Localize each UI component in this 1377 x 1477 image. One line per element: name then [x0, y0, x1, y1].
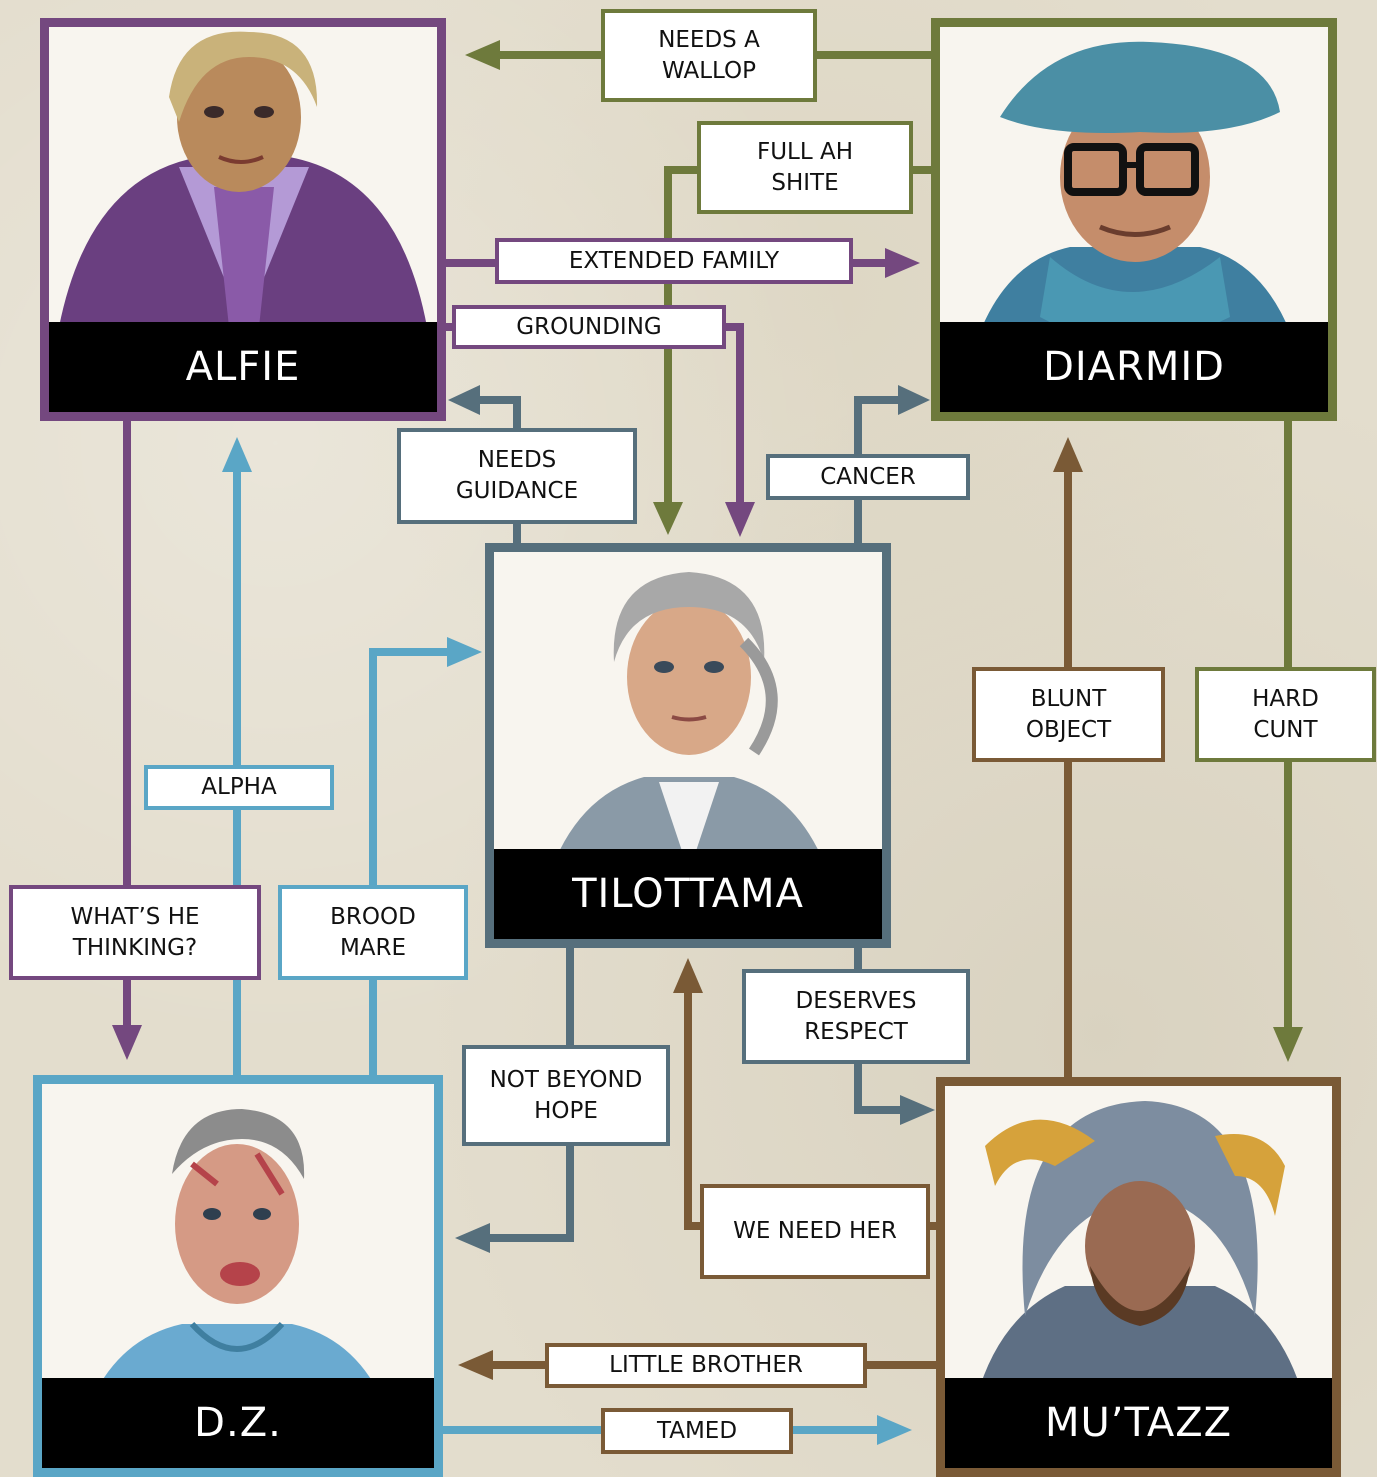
arrowhead-we-need-her [673, 958, 703, 993]
arrowhead-whats-he-thinking [112, 1025, 142, 1060]
arrowhead-tamed [877, 1415, 912, 1445]
label-brood-mare: BROOD MARE [278, 885, 468, 980]
arrowhead-alpha [222, 437, 252, 472]
name-diarmid: DIARMID [940, 322, 1328, 412]
character-card-dz: D.Z. [33, 1075, 443, 1477]
character-card-diarmid: DIARMID [931, 18, 1337, 421]
name-dz: D.Z. [42, 1378, 434, 1468]
arrowhead-needs-guidance [448, 385, 480, 415]
arrow-not-beyond-hope [488, 945, 574, 1242]
character-card-tilottama: TILOTTAMA [485, 543, 891, 948]
label-extended-family: EXTENDED FAMILY [495, 238, 853, 284]
label-blunt-object: BLUNT OBJECT [972, 667, 1165, 762]
arrow-brood-mare [369, 648, 450, 1080]
arrowhead-blunt-object [1053, 437, 1083, 472]
arrowhead-little-brother [458, 1350, 493, 1380]
arrowhead-grounding [725, 502, 755, 537]
label-alpha: ALPHA [144, 765, 334, 810]
label-whats-he-thinking: WHAT’S HE THINKING? [9, 885, 261, 980]
arrowhead-extended-family [885, 248, 920, 278]
name-tilottama: TILOTTAMA [494, 849, 882, 939]
name-mutazz: MU’TAZZ [945, 1378, 1332, 1468]
arrowhead-brood-mare [447, 637, 482, 667]
label-full-ah-shite: FULL AH SHITE [697, 121, 913, 214]
label-grounding: GROUNDING [452, 305, 726, 349]
arrowhead-hard-cunt [1273, 1027, 1303, 1062]
arrowhead-needs-a-wallop [465, 40, 500, 70]
label-needs-a-wallop: NEEDS A WALLOP [601, 9, 817, 102]
label-not-beyond-hope: NOT BEYOND HOPE [462, 1045, 670, 1146]
arrowhead-full-ah-shite [653, 502, 683, 535]
arrowhead-deserves-respect [900, 1095, 935, 1125]
arrowhead-not-beyond-hope [455, 1223, 490, 1253]
label-needs-guidance: NEEDS GUIDANCE [397, 428, 637, 524]
name-alfie: ALFIE [49, 322, 437, 412]
arrowhead-cancer [898, 385, 930, 415]
character-card-mutazz: MU’TAZZ [936, 1077, 1341, 1477]
label-cancer: CANCER [766, 454, 970, 500]
character-card-alfie: ALFIE [40, 18, 446, 421]
label-tamed: TAMED [601, 1408, 793, 1454]
label-deserves-respect: DESERVES RESPECT [742, 969, 970, 1064]
label-hard-cunt: HARD CUNT [1195, 667, 1376, 762]
label-we-need-her: WE NEED HER [700, 1184, 930, 1279]
label-little-brother: LITTLE BROTHER [545, 1343, 867, 1388]
